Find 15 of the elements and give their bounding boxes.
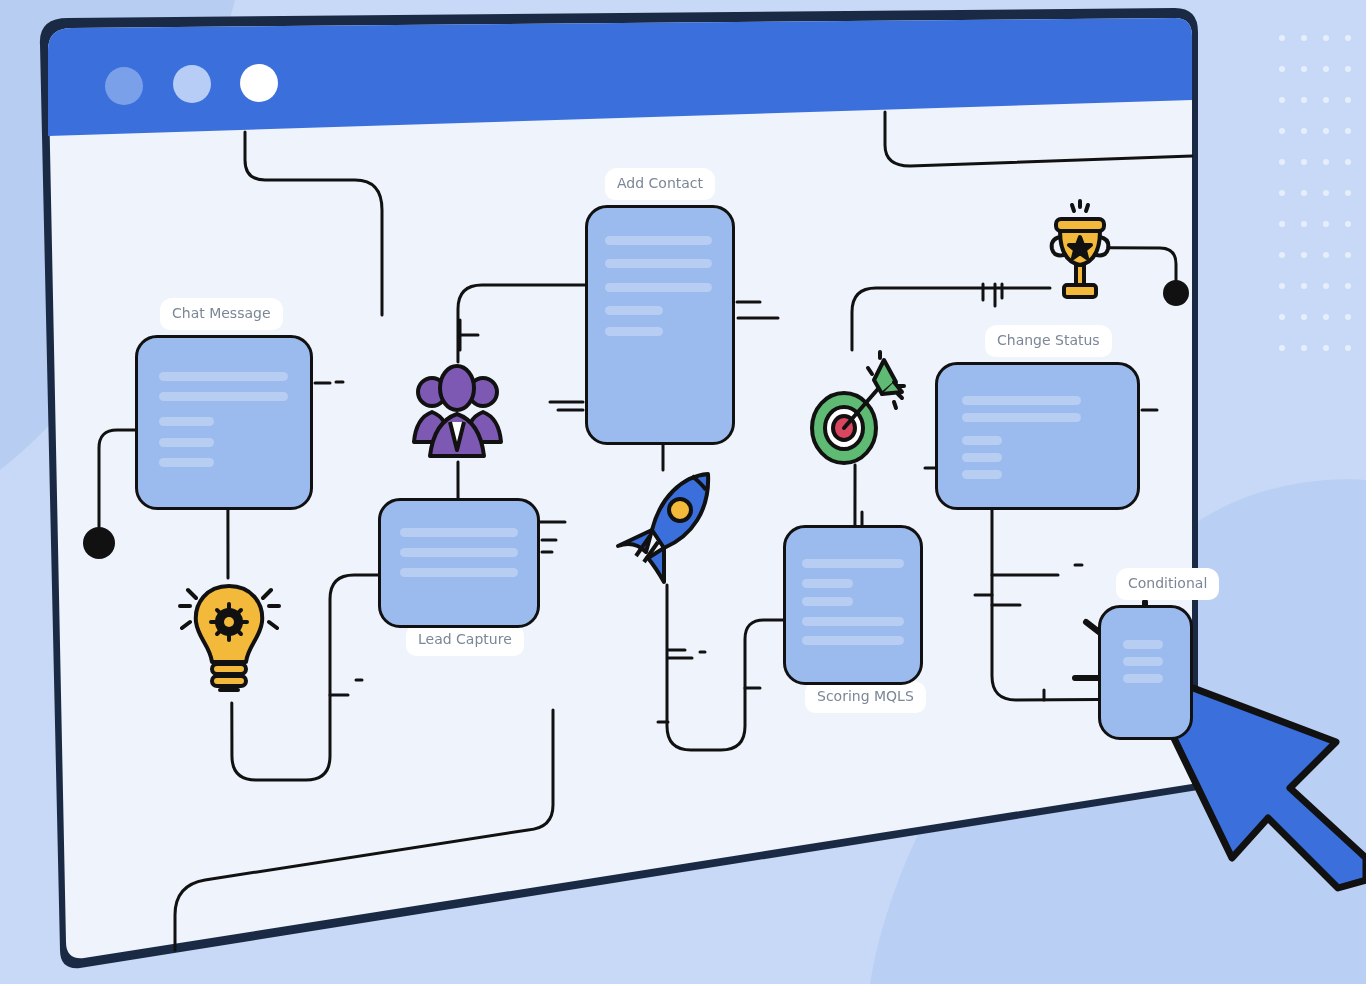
connector-line <box>97 428 137 529</box>
connector-line <box>230 573 380 782</box>
connector-line <box>226 508 230 580</box>
connector-line <box>456 283 587 364</box>
card-title: Add Contact <box>605 168 716 200</box>
connector-line <box>850 286 1052 352</box>
card-title: Chat Message <box>160 298 283 330</box>
card-title: Change Status <box>985 325 1112 357</box>
connector-line <box>661 443 665 472</box>
card-title: Conditional <box>1116 568 1220 600</box>
connector-line <box>853 463 857 527</box>
connector-line <box>990 508 1100 702</box>
connector-line <box>456 460 460 500</box>
connector-line <box>1108 246 1178 282</box>
connector-line <box>665 583 785 752</box>
